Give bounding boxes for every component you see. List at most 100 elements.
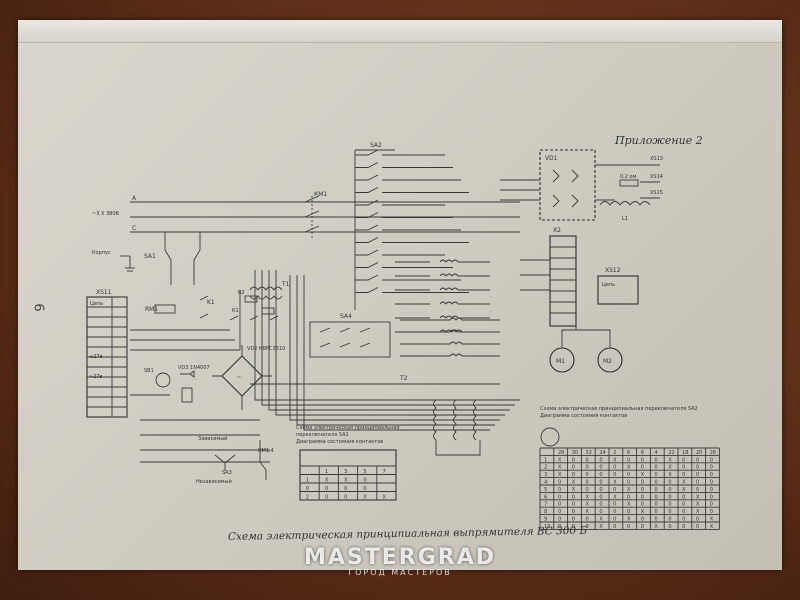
sa2-table-title-1: Схема электрическая принципиальная перек…: [540, 406, 698, 412]
sa4-label: SA4: [340, 313, 352, 320]
sa2-table-cell: 0: [710, 472, 713, 478]
sa2-table-cell: X: [668, 465, 672, 471]
sa2-table-header-cell: 22: [668, 450, 674, 456]
sa1-table-header-cell: 7: [383, 469, 386, 475]
sa2-table-cell: 0: [586, 480, 589, 486]
sa2-table-cell: 6: [544, 494, 547, 500]
xs12-label: XS12: [605, 267, 621, 274]
phase-a-label: A: [132, 195, 137, 202]
sa2-table-header-cell: 20: [696, 450, 702, 456]
sa2-table-cell: 9: [544, 517, 547, 523]
sa2-table-cell: X: [682, 487, 686, 493]
mains-lines: A C ~3 Х 380В Корпус: [92, 195, 520, 272]
sa1-table-cell: 0: [344, 494, 347, 500]
sa2-table-header-cell: 18: [682, 450, 688, 456]
connector-xs12: XS12 Цепь: [597, 267, 639, 305]
sa2-table-cell: 0: [627, 524, 630, 530]
sa2-table-cell: 4: [544, 480, 547, 486]
sa2-table-cell: 0: [682, 517, 685, 523]
xs15-label: XS15: [650, 190, 663, 196]
relay-contacts-r: R2 R1: [229, 290, 279, 321]
sa2-table-cell: 0: [682, 524, 685, 530]
sa2-table-cell: 3: [544, 472, 547, 478]
sa2-table-cell: 0: [710, 480, 713, 486]
sa1-table-header-cell: 5: [363, 469, 366, 475]
sa2-table-cell: 0: [613, 524, 616, 530]
xs11-circuit-label: Цепь: [90, 301, 103, 307]
sa2-table-cell: 0: [668, 480, 671, 486]
resistor-value-label: 0,2 ом: [620, 174, 637, 180]
sa1-table-cell: 0: [325, 494, 328, 500]
sa2-table-cell: 0: [599, 509, 602, 515]
sa2-table-cell: X: [627, 487, 631, 493]
m2-label: M2: [603, 358, 612, 365]
sa2-table-cell: 0: [599, 480, 602, 486]
sa2-table-cell: 0: [655, 472, 658, 478]
sa2-table-cell: 0: [655, 509, 658, 515]
sa2-table-header-cell: 30: [572, 450, 578, 456]
x2-label: X2: [553, 227, 561, 234]
l1-label: L1: [622, 216, 628, 222]
t1-label: T1: [281, 281, 290, 288]
sa2-table-header-cell: 28: [558, 450, 564, 456]
sa2-table-cell: 0: [572, 494, 575, 500]
sa2-table-cell: 0: [668, 487, 671, 493]
sb1-label: SB1: [144, 368, 154, 374]
t2-label: T2: [399, 375, 408, 382]
sa2-table-cell: 0: [641, 487, 644, 493]
sa2-table-cell: X: [641, 509, 645, 515]
sa2-table-cell: 0: [586, 524, 589, 530]
sa1-table: Схема электрическая принципиальная перек…: [296, 425, 399, 501]
sa2-table-cell: 0: [710, 465, 713, 471]
sa1-table-cell: 0: [363, 486, 366, 492]
sa2-table-cell: 0: [710, 494, 713, 500]
r2-label: R2: [238, 290, 245, 296]
sa2-table-cell: 0: [558, 524, 561, 530]
bridge-vd2: VD2 КВРС3510 ~: [212, 345, 285, 410]
sa2-table-cell: X: [613, 494, 617, 500]
xs14-label: XS14: [650, 174, 663, 180]
dependent-label: Зависимый: [198, 435, 227, 442]
km1-4-label: КМ1.4: [258, 448, 274, 454]
appendix-label: Приложение 2: [614, 134, 703, 147]
sa2-table-header-cell: 2: [613, 450, 616, 456]
sa2-table-cell: 0: [558, 487, 561, 493]
sa2-table-cell: 0: [586, 457, 589, 463]
sa2-table-cell: 0: [599, 465, 602, 471]
sa2-table-cell: X: [558, 465, 562, 471]
sa2-table-cell: 0: [655, 517, 658, 523]
sa2-table-cell: 1: [544, 457, 547, 463]
switch-sa2: SA2: [354, 142, 469, 310]
sa1-table-cell: 0: [325, 486, 328, 492]
ground-label: Корпус: [92, 250, 111, 256]
sa2-table-cell: 0: [572, 472, 575, 478]
sa2-table-cell: 0: [696, 487, 699, 493]
sa2-table-cell: 0: [655, 487, 658, 493]
svg-text:~: ~: [237, 375, 241, 381]
sa2-table-cell: X: [668, 472, 672, 478]
sa2-table-cell: 0: [572, 517, 575, 523]
rectifier-vd1: VD1: [500, 149, 635, 221]
sa1-table-cell: X: [363, 494, 367, 500]
sa2-table-cell: 0: [572, 509, 575, 515]
sa2-table-header-cell: 4: [655, 450, 658, 456]
watermark-tagline: ГОРОД МАСТЕРОВ: [348, 568, 452, 577]
sa1-label: SA1: [144, 253, 156, 260]
sa2-table-cell: 0: [613, 502, 616, 508]
sa1-table-header-cell: 3: [344, 469, 347, 475]
vd3-label: VD3 1N4007: [178, 365, 210, 371]
sa2-table-cell: 0: [710, 509, 713, 515]
sa2-table-cell: X: [558, 472, 562, 478]
sa2-table-cell: 0: [613, 472, 616, 478]
output-connectors: XS13 XS14 XS15 0,2 ом L1: [599, 156, 663, 222]
sa2-table-cell: 0: [627, 480, 630, 486]
sa2-table-cell: 0: [572, 465, 575, 471]
sa2-table-cell: 0: [599, 494, 602, 500]
sa2-table-cell: X: [613, 457, 617, 463]
sa2-table-cell: X: [641, 472, 645, 478]
sa2-table-cell: 0: [710, 487, 713, 493]
sa2-table-cell: 0: [668, 509, 671, 515]
sa3-label: SA3: [222, 470, 232, 476]
sa2-table-cell: 0: [558, 517, 561, 523]
sa2-table-cell: 0: [641, 465, 644, 471]
